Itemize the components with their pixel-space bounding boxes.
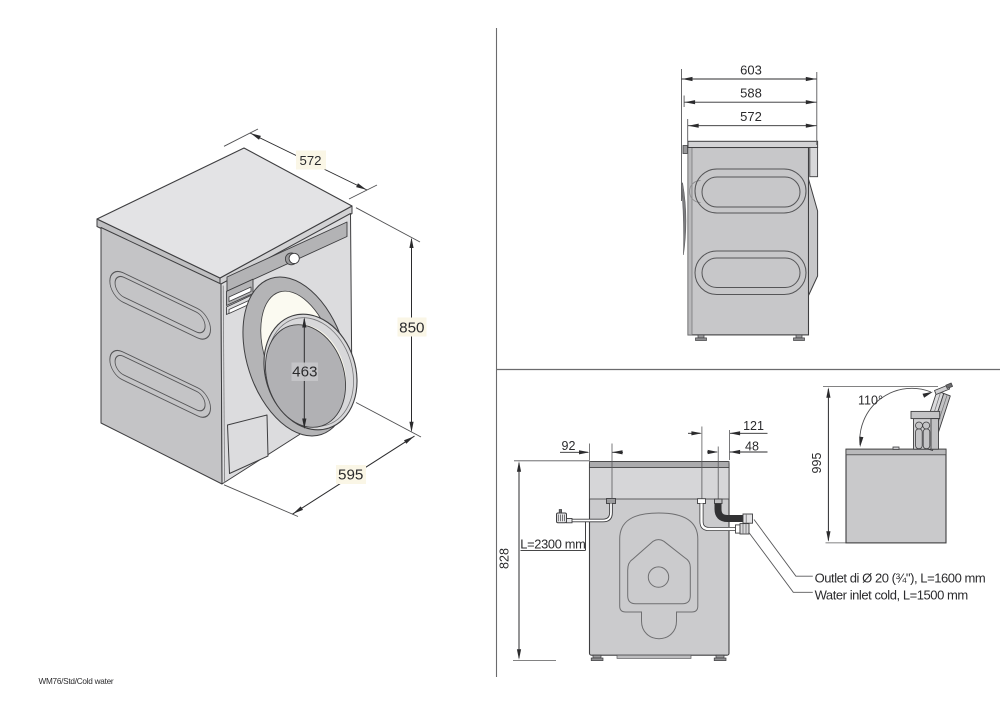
svg-text:995: 995 [810,453,824,474]
svg-text:48: 48 [745,439,759,453]
svg-text:850: 850 [399,319,424,336]
svg-text:588: 588 [740,86,762,101]
svg-text:Water inlet cold, L=1500 mm: Water inlet cold, L=1500 mm [815,588,968,603]
svg-text:603: 603 [740,63,762,78]
svg-text:L=2300 mm: L=2300 mm [520,536,585,551]
svg-text:572: 572 [740,109,762,124]
svg-text:WM76/Std/Cold water: WM76/Std/Cold water [39,677,114,686]
svg-text:110°: 110° [858,393,883,407]
svg-text:595: 595 [338,467,363,484]
svg-text:Outlet di Ø 20 (¾"), L=1600 mm: Outlet di Ø 20 (¾"), L=1600 mm [815,571,986,586]
svg-text:572: 572 [299,153,321,168]
svg-text:92: 92 [562,439,576,453]
svg-text:828: 828 [498,548,512,569]
svg-text:463: 463 [292,364,317,381]
svg-text:121: 121 [743,419,764,433]
